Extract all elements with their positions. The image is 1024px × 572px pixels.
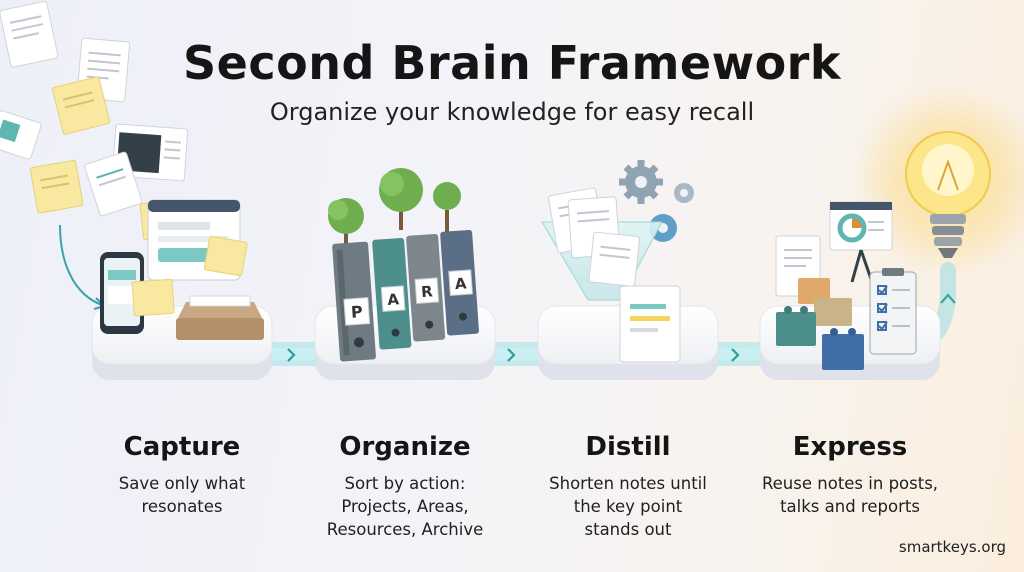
- folder-a1: A: [372, 237, 412, 350]
- step-desc-organize: Sort by action: Projects, Areas, Resourc…: [305, 472, 505, 541]
- floating-notes: [0, 0, 189, 241]
- inbox-tray-icon: [176, 295, 264, 340]
- step-desc-distill: Shorten notes until the key point stands…: [528, 472, 728, 541]
- step-desc-line: Projects, Areas,: [341, 497, 469, 516]
- step-desc-line: Resources, Archive: [326, 520, 484, 539]
- page-subtitle: Organize your knowledge for easy recall: [269, 98, 755, 126]
- flow-arrows: [287, 348, 740, 362]
- document-stack: [547, 187, 640, 287]
- brand-watermark: smartkeys.org: [898, 538, 1006, 556]
- para-folders-icon: P A R A: [328, 168, 479, 362]
- page-title: Second Brain Framework: [183, 36, 841, 90]
- small-gear-icon: [674, 183, 694, 203]
- step-desc-line: stands out: [584, 520, 672, 539]
- gear-icon: [619, 160, 663, 204]
- step-title-distill: Distill: [585, 432, 671, 462]
- folder-label-a1: A: [387, 290, 400, 309]
- checklist-icon: [869, 268, 917, 355]
- step-desc-line: Shorten notes until: [549, 474, 707, 493]
- step-desc-line: resonates: [141, 497, 223, 516]
- distilled-note-icon: [619, 285, 681, 363]
- trees: [328, 168, 461, 246]
- step-title-organize: Organize: [339, 432, 471, 462]
- step-desc-line: the key point: [573, 497, 683, 516]
- step-title-capture: Capture: [123, 432, 241, 462]
- step-desc-capture: Save only what resonates: [82, 472, 282, 518]
- step-desc-express: Reuse notes in posts, talks and reports: [750, 472, 950, 518]
- folder-p: P: [332, 241, 376, 362]
- building-blocks-icon: [775, 201, 917, 370]
- folder-r: R: [406, 233, 446, 342]
- phone-icon: [100, 252, 144, 334]
- step-title-express: Express: [792, 432, 908, 462]
- presentation-board-icon: [829, 201, 893, 283]
- capture-icon: [100, 199, 264, 340]
- folder-label-r: R: [421, 282, 434, 301]
- funnel-icon: [541, 160, 694, 363]
- folder-label-a2: A: [454, 274, 467, 293]
- step-desc-line: Reuse notes in posts,: [761, 474, 939, 493]
- step-desc-line: Save only what: [118, 474, 246, 493]
- lego-blocks: [776, 278, 864, 370]
- folder-a2: A: [440, 229, 479, 336]
- folder-label-p: P: [350, 302, 363, 322]
- light-bulb-icon: [905, 131, 991, 258]
- step-desc-line: talks and reports: [780, 497, 920, 516]
- step-desc-line: Sort by action:: [344, 474, 466, 493]
